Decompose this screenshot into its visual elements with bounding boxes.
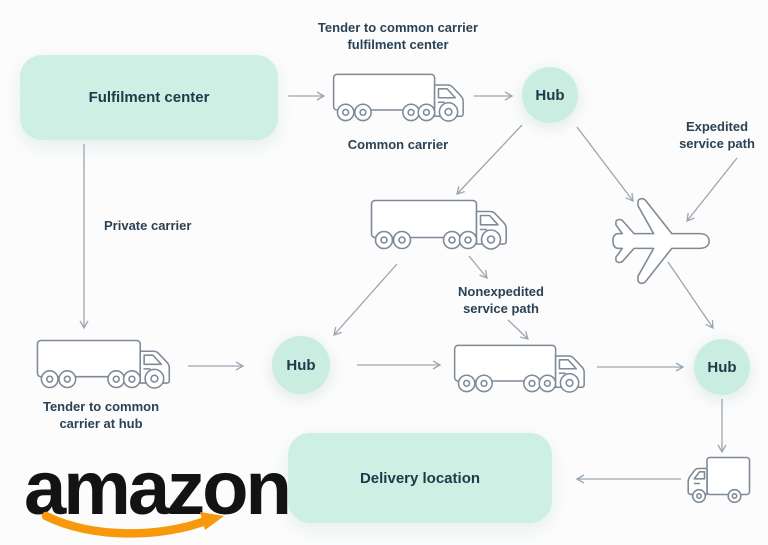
nonexpedited-service-path-label: Nonexpedited service path xyxy=(458,284,544,316)
hub-middle-node: Hub xyxy=(272,336,330,394)
hub-top-node: Hub xyxy=(522,67,578,123)
private-carrier-truck-icon xyxy=(36,338,173,389)
tender-to-common-carrier-fc-label: Tender to common carrier fulfilment cent… xyxy=(317,20,479,52)
fulfilment-center-label: Fulfilment center xyxy=(88,89,210,106)
amazon-smile-arrow-icon xyxy=(41,511,224,538)
hub-middle-label: Hub xyxy=(286,356,316,374)
common-carrier-truck-icon xyxy=(332,72,467,122)
arrow-middle-truck-to-hub-mid xyxy=(334,263,398,335)
hub-right-node: Hub xyxy=(694,339,750,395)
delivery-location-node: Delivery location xyxy=(288,433,552,523)
hub-right-label: Hub xyxy=(707,358,737,376)
tender-to-common-carrier-at-hub-label: Tender to common carrier at hub xyxy=(42,399,160,431)
hub-top-label: Hub xyxy=(535,86,565,104)
delivery-location-label: Delivery location xyxy=(359,469,481,487)
airplane-icon xyxy=(607,190,717,292)
expedited-service-path-label: Expedited service path xyxy=(679,119,755,151)
fulfilment-center-node: Fulfilment center xyxy=(20,55,278,140)
arrow-hub-top-to-middle-truck xyxy=(457,124,523,194)
delivery-van-icon xyxy=(686,455,752,503)
arrow-nonexpedited-label-to-truck xyxy=(507,319,528,339)
amazon-logo: amazon xyxy=(22,445,292,545)
private-carrier-label: Private carrier xyxy=(104,218,192,233)
amazon-logo-text: amazon xyxy=(24,446,292,531)
middle-truck-icon xyxy=(370,198,510,250)
nonexpedited-truck-icon xyxy=(453,343,588,393)
common-carrier-label: Common carrier xyxy=(347,137,449,152)
arrow-middle-truck-to-nonexpedited-label xyxy=(468,255,487,278)
